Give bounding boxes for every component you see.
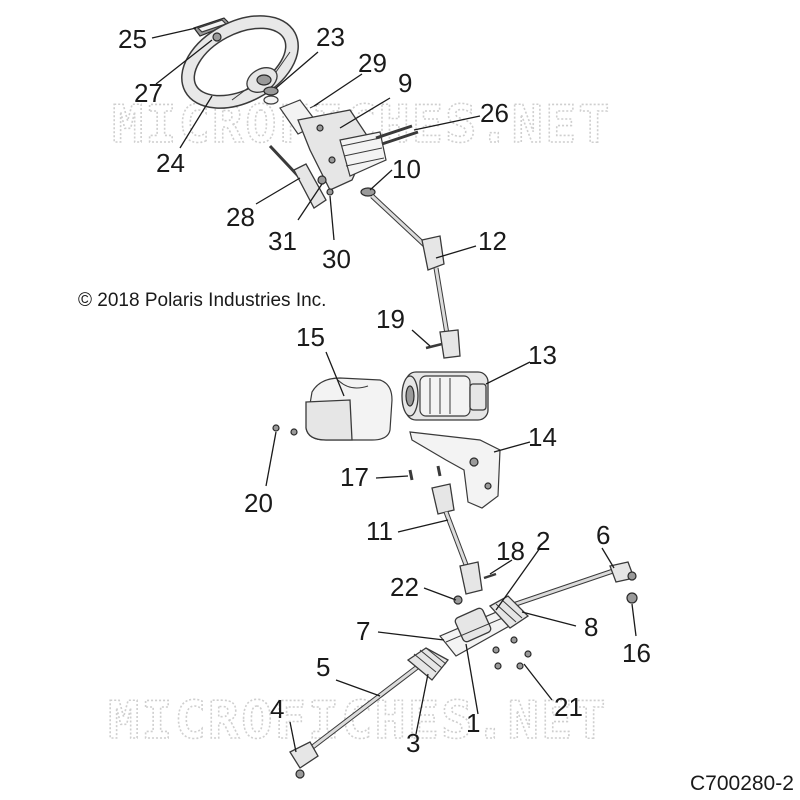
part-left-boot [406,647,449,681]
part-column-nut [263,86,279,105]
callout-3: 3 [406,728,420,758]
callout-23: 23 [316,22,345,52]
part-mounting-nuts [492,636,532,670]
part-left-tie-rod-end [289,741,319,779]
part-mounting-bracket [409,431,501,509]
part-fastener-31 [317,175,327,185]
part-lower-shaft [431,483,483,595]
part-fastener-30 [326,188,334,196]
callout-31: 31 [268,226,297,256]
callout-28: 28 [226,202,255,232]
part-bolts-17 [408,465,442,481]
callout-13: 13 [528,340,557,370]
callout-18: 18 [496,536,525,566]
callout-1: 1 [466,708,480,738]
callout-26: 26 [480,98,509,128]
callout-27: 27 [134,78,163,108]
callout-25: 25 [118,24,147,54]
part-clips [272,424,298,436]
callout-6: 6 [596,520,610,550]
callout-11: 11 [366,516,393,546]
copyright-notice: © 2018 Polaris Industries Inc. [78,290,326,311]
part-upper-shaft [370,194,461,359]
part-pinch-bolt-18 [483,572,497,580]
figure-id: C700280-2 [690,772,794,795]
callout-24: 24 [156,148,185,178]
part-power-steering-unit [401,371,489,421]
callout-14: 14 [528,422,557,452]
callout-8: 8 [584,612,598,642]
part-bushing [360,187,376,197]
callout-21: 21 [554,692,583,722]
part-long-bolts [375,124,419,146]
part-rack-housing [439,607,522,657]
part-nut-22 [453,595,463,605]
part-steering-column [279,99,387,191]
callout-10: 10 [392,154,421,184]
callout-30: 30 [322,244,351,274]
part-gas-strut [268,144,327,209]
callout-19: 19 [376,304,405,334]
callout-2: 2 [536,526,550,556]
part-nut [212,32,222,42]
callout-20: 20 [244,488,273,518]
callout-29: 29 [358,48,387,78]
callout-15: 15 [296,322,325,352]
callout-17: 17 [340,462,369,492]
part-cover [305,377,393,441]
callout-9: 9 [398,68,412,98]
watermark-bottom: MICROFICHES.NET [108,691,608,751]
part-nut-16 [626,592,638,604]
part-pinch-bolt-19 [425,342,443,350]
part-right-tie-rod-end [609,561,637,583]
callout-7: 7 [356,616,370,646]
callout-5: 5 [316,652,330,682]
callout-16: 16 [622,638,651,668]
leader-lines [151,27,637,753]
callout-12: 12 [478,226,507,256]
callout-22: 22 [390,572,419,602]
callout-4: 4 [270,694,284,724]
